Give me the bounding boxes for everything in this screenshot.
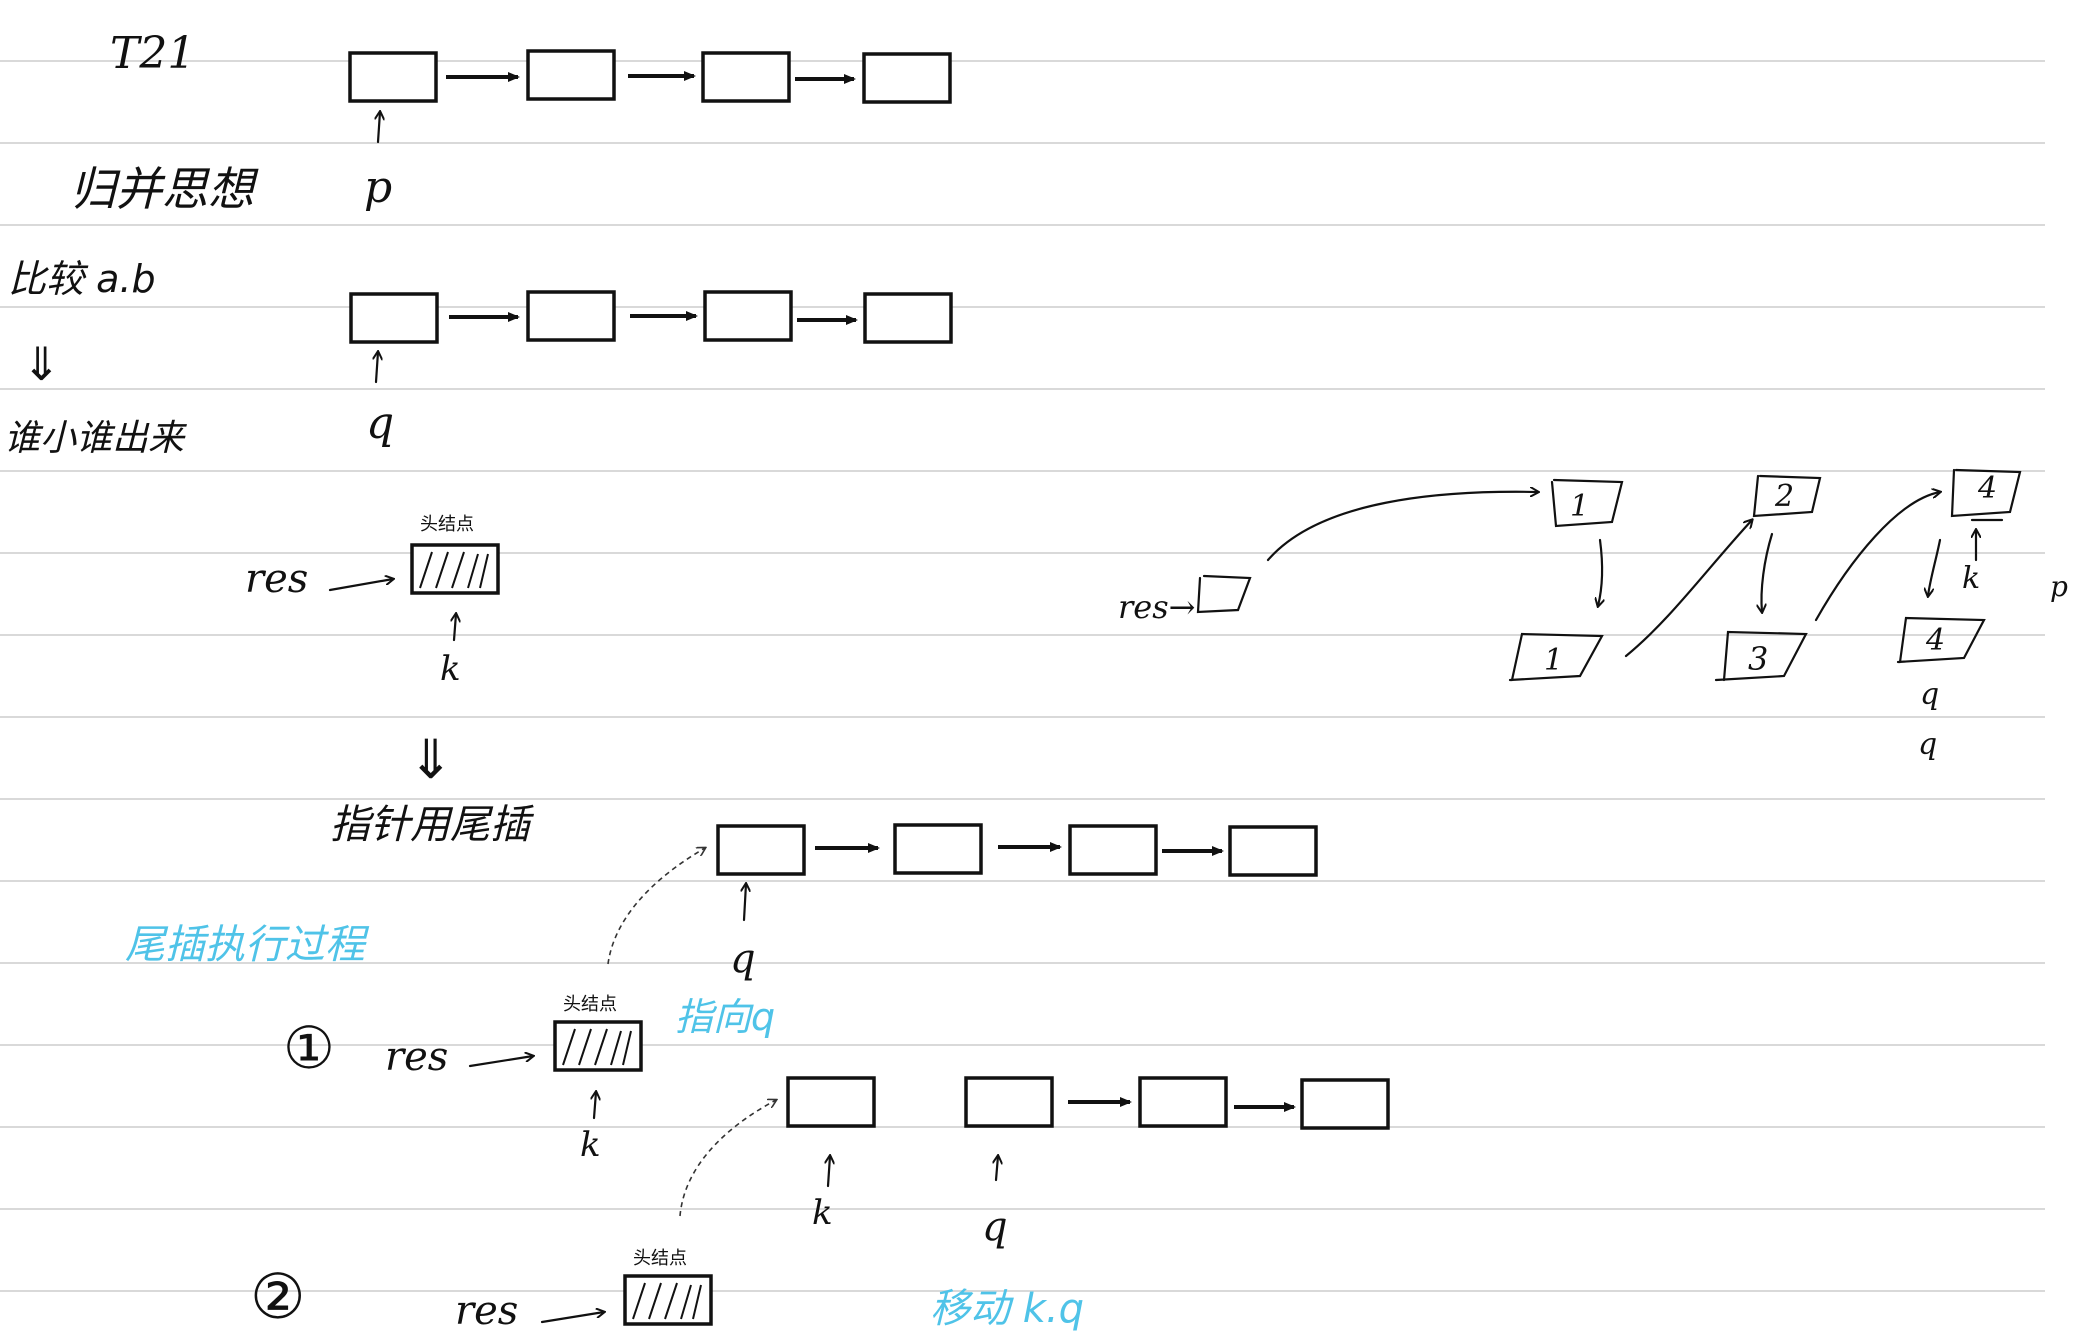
res-label: res [385, 1034, 448, 1080]
pointer-arrow [744, 884, 746, 922]
sketch-node [1714, 630, 1808, 682]
step2-marker: ② [250, 1260, 306, 1333]
list-node [348, 51, 438, 103]
list-node [786, 1076, 876, 1128]
res-arrow [328, 579, 393, 592]
node-value-1: 1 [1544, 643, 1563, 678]
list-node [1228, 825, 1318, 877]
list-node [349, 292, 439, 344]
tail-insert-process-label: 尾插执行过程 [125, 922, 370, 968]
step1-marker: ① [283, 1014, 335, 1082]
res-arrow [540, 1312, 604, 1324]
pointer-p-label: p [2050, 570, 2068, 603]
sketch-node [1752, 474, 1822, 518]
step1-group: ① res 头结点 指向q k [283, 848, 775, 1165]
title-label: T21 [110, 28, 195, 79]
compare-label: 比较 a.b [8, 257, 156, 301]
list-step1: q [716, 823, 1318, 982]
list-node [526, 49, 616, 101]
merge-sketch: res→ 1 1 2 3 4 k p 4 q q [1118, 468, 2068, 762]
link-to-k-dashed [679, 1100, 776, 1217]
list-step2: k q [786, 1076, 1390, 1250]
list-node [964, 1076, 1054, 1128]
res-label: res [245, 556, 308, 602]
pointer-q-label: q [982, 1204, 1008, 1250]
pointer-arrow [378, 112, 380, 144]
list-q: q [349, 290, 953, 449]
sketch-node [1196, 574, 1252, 614]
pointer-k-label: k [580, 1125, 601, 1165]
node-value-4: 4 [1977, 471, 1997, 506]
res-label: res [455, 1288, 518, 1334]
tail-insert-label: 指针用尾插 [330, 802, 535, 848]
list-p: p [348, 49, 952, 213]
list-node [863, 292, 953, 344]
pointer-arrow [454, 614, 456, 642]
list-node [893, 823, 983, 875]
pointer-k-label: k [812, 1193, 833, 1233]
res-head-group: res 头结点 k ⇓ 指针用尾插 [245, 514, 535, 848]
list-node [703, 290, 793, 342]
pointer-q-label: q [366, 398, 394, 449]
sketch-link [1814, 492, 1940, 622]
pointer-k-label: k [440, 649, 461, 689]
node-value-3: 3 [1748, 640, 1768, 678]
pointer-arrow [828, 1156, 830, 1188]
sketch-node [1550, 478, 1624, 528]
pointer-arrow [376, 352, 378, 384]
list-node [862, 52, 952, 104]
pointer-q-label: q [1920, 677, 1939, 712]
list-node [1138, 1076, 1228, 1128]
sketch-link [1761, 532, 1774, 612]
move-kq-label: 移动 k.q [930, 1286, 1084, 1332]
list-node [526, 290, 616, 342]
sketch-node [1508, 632, 1604, 682]
res-arrow [468, 1056, 533, 1068]
sketch-link [1598, 538, 1602, 606]
pointer-q-label: q [730, 936, 756, 982]
pointer-p-label: p [364, 162, 392, 213]
list-node [701, 51, 791, 103]
list-node [716, 824, 806, 876]
node-value-2: 2 [1774, 479, 1794, 514]
pointer-arrow [594, 1092, 596, 1120]
smaller-first-label: 谁小谁出来 [4, 418, 187, 459]
node-value-4: 4 [1925, 623, 1945, 658]
double-down-arrow: ⇓ [408, 728, 453, 791]
sketch-link [1266, 492, 1538, 562]
head-node-label: 头结点 [420, 514, 474, 535]
node-value-1: 1 [1570, 489, 1589, 524]
list-node [1300, 1078, 1390, 1130]
head-node-label: 头结点 [633, 1248, 687, 1269]
step2-group: ② res 头结点 移动 k.q [250, 1100, 1084, 1334]
double-down-arrow: ⇓ [22, 337, 61, 391]
sketch-link [1624, 520, 1752, 658]
res-label: res→ [1118, 588, 1195, 626]
link-to-q-dashed [607, 848, 705, 965]
sketch-node [1950, 468, 2022, 518]
pointer-k-label: k [1962, 561, 1980, 596]
pointer-q-label: q [1918, 727, 1937, 762]
pointer-arrow [996, 1156, 998, 1182]
point-to-q-label: 指向q [675, 995, 775, 1039]
sketch-node [1896, 616, 1986, 664]
merge-idea-label: 归并思想 [70, 162, 259, 216]
list-node [1068, 824, 1158, 876]
head-node-label: 头结点 [563, 994, 617, 1015]
sketch-link [1928, 538, 1942, 596]
